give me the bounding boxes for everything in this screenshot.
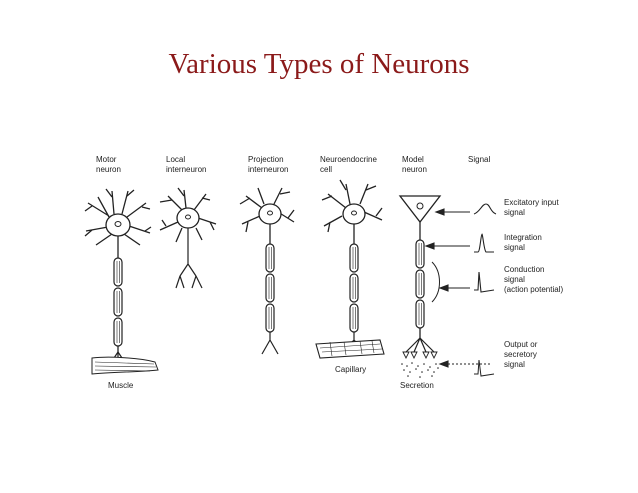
neuroendocrine-label: Neuroendocrine: [320, 155, 377, 164]
motor-neuron-label-2: neuron: [96, 165, 121, 174]
projection-interneuron-drawing: [239, 187, 295, 355]
excitatory-label: Excitatory input: [504, 198, 559, 207]
neuroendocrine-cell-drawing: [315, 179, 385, 359]
conduction-label-2: signal: [504, 275, 525, 284]
muscle-label: Muscle: [108, 381, 134, 390]
motor-neuron-label: Motor: [96, 155, 117, 164]
signal-arrows: [424, 208, 490, 368]
projection-interneuron-label: Projection: [248, 155, 284, 164]
conduction-label-3: (action potential): [504, 285, 563, 294]
signal-label: Signal: [468, 155, 490, 164]
excitatory-wave-icon: [473, 203, 497, 215]
slide-title: Various Types of Neurons: [168, 48, 470, 80]
output-label: Output or: [504, 340, 538, 349]
model-neuron-drawing: [398, 195, 442, 378]
local-interneuron-label: Local: [166, 155, 185, 164]
local-interneuron-label-2: interneuron: [166, 165, 206, 174]
motor-neuron-drawing: [84, 188, 159, 375]
integration-label: Integration: [504, 233, 542, 242]
output-label-2: secretory: [504, 350, 537, 359]
capillary-label: Capillary: [335, 365, 366, 374]
model-neuron-label-2: neuron: [402, 165, 427, 174]
conduction-label: Conduction: [504, 265, 544, 274]
neuroendocrine-label-2: cell: [320, 165, 332, 174]
excitatory-label-2: signal: [504, 208, 525, 217]
output-label-3: signal: [504, 360, 525, 369]
secretion-label: Secretion: [400, 381, 434, 390]
local-interneuron-drawing: [159, 187, 217, 289]
integration-label-2: signal: [504, 243, 525, 252]
integration-wave-icon: [474, 233, 494, 253]
output-wave-icon: [474, 359, 495, 377]
model-neuron-label: Model: [402, 155, 424, 164]
projection-interneuron-label-2: interneuron: [248, 165, 288, 174]
action-potential-wave-icon: [474, 271, 495, 293]
